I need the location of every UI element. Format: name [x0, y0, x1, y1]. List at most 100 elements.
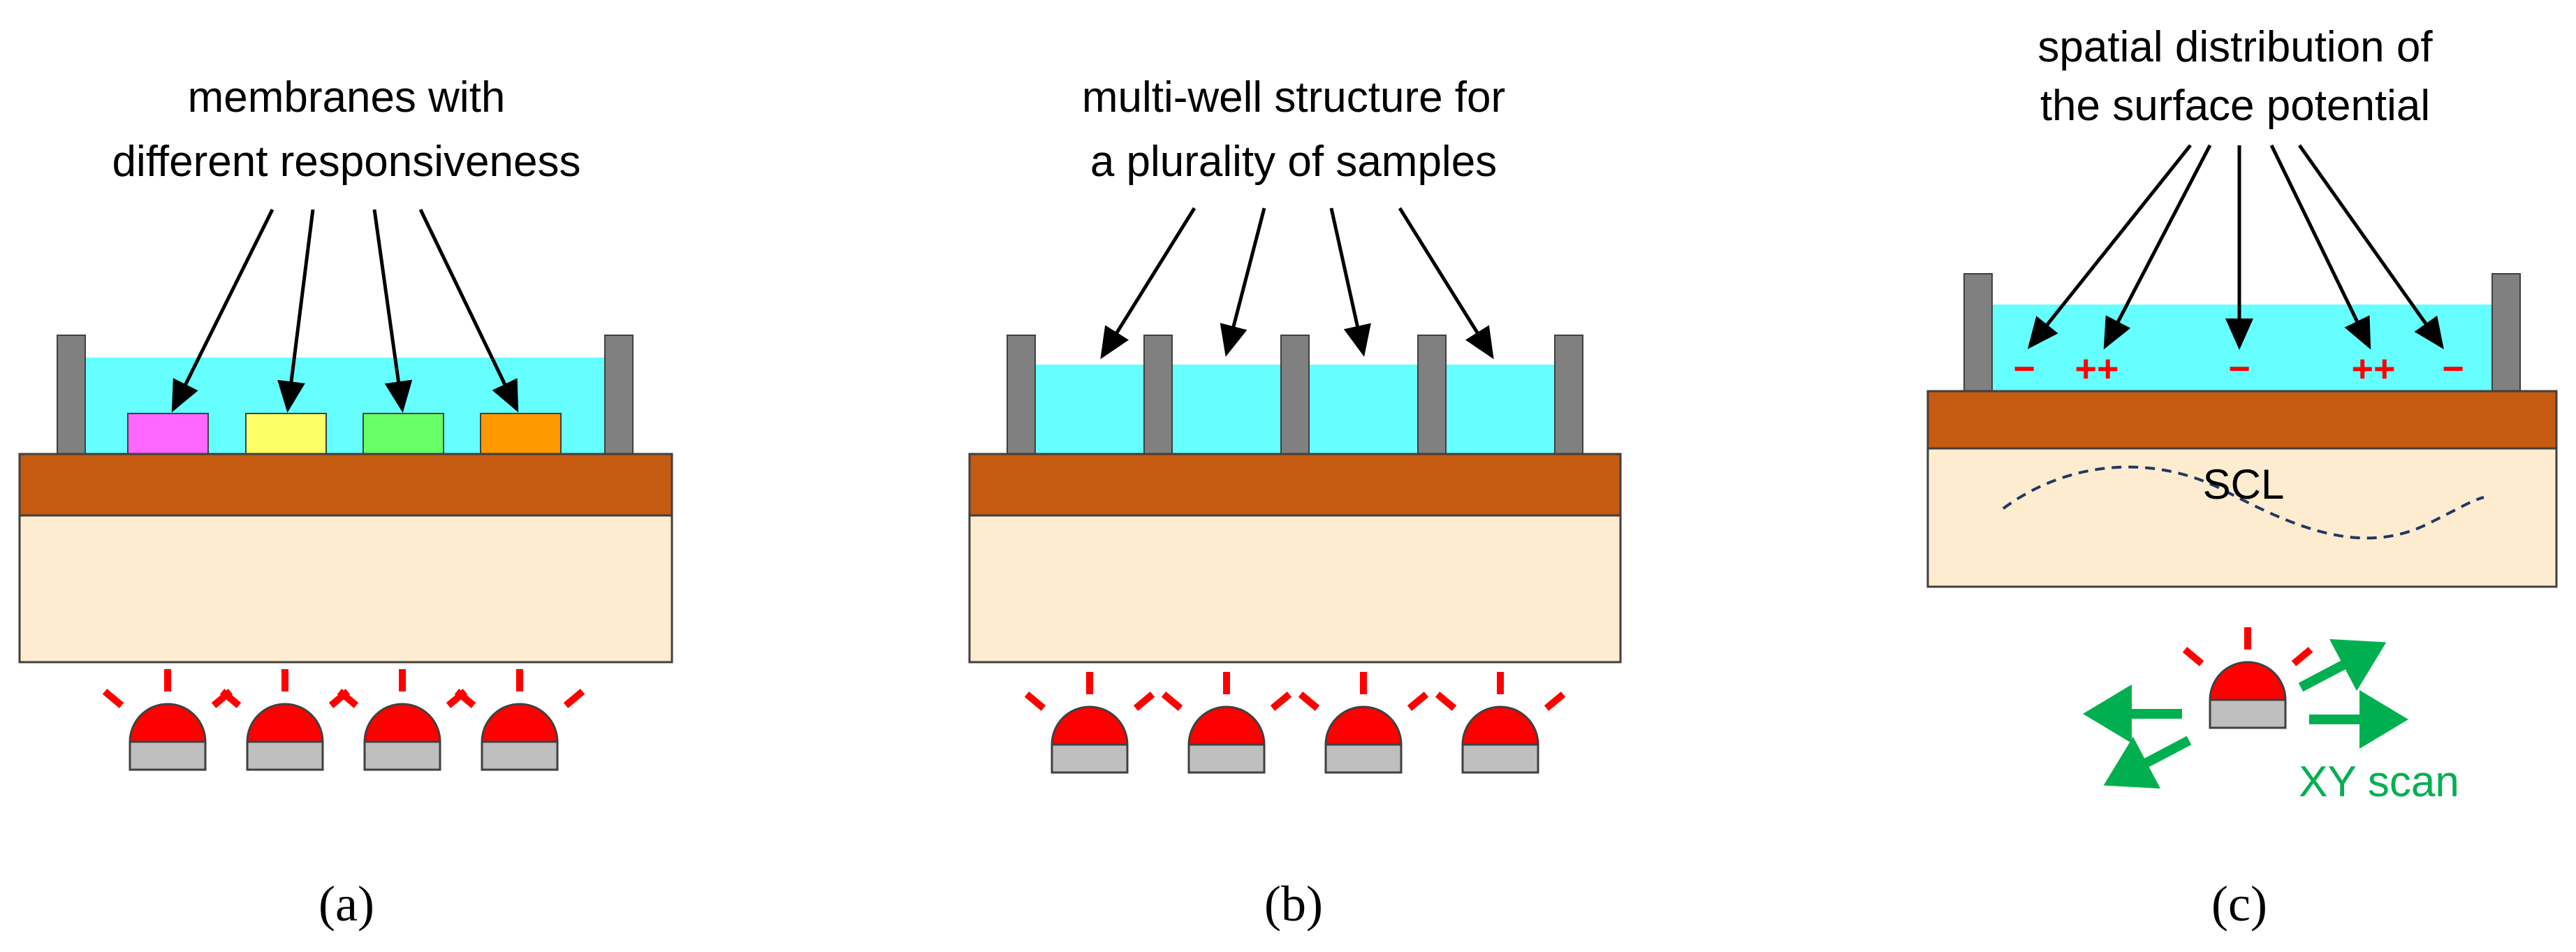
panel-c-substrate-bottom	[1926, 447, 2558, 588]
panel-c-charge-1: −	[2013, 348, 2035, 390]
panel-c-substrate-top	[1926, 390, 2558, 450]
panel-a-substrate-bottom	[18, 514, 673, 664]
panel-c-led-led-1	[2182, 627, 2313, 729]
panel-c-led	[2182, 627, 2313, 729]
panel-a-led-array-led-1	[102, 669, 233, 771]
panel-b-well-2	[1172, 365, 1281, 454]
panel-a-arrow-4	[418, 208, 519, 413]
led-base	[246, 740, 324, 771]
panel-c-label-line-1: spatial distribution of	[2037, 23, 2433, 71]
led-ray-right	[2291, 647, 2313, 666]
panel-a-led-array	[102, 669, 585, 771]
panel-b-led-array-led-2	[1161, 672, 1292, 774]
panel-c-charge-2: ++	[2074, 348, 2118, 390]
led-ray-left	[337, 689, 359, 708]
panel-a-led-array-led-4	[454, 669, 585, 771]
panel-c-scan-label: XY scan	[2299, 758, 2459, 806]
panel-b-wall-2	[1143, 335, 1173, 455]
panel-a-membrane-1	[127, 413, 209, 455]
panel-c-scan-arrow-down-left	[2103, 735, 2192, 789]
led-ray-left	[1298, 691, 1320, 711]
panel-a-led-array-led-2	[219, 669, 351, 771]
panel-b-led-array	[1024, 672, 1566, 774]
led-base	[1461, 743, 1539, 774]
panel-b-arrow-1	[1100, 207, 1196, 360]
led-ray-left	[454, 689, 476, 708]
panel-b-wall-4	[1417, 335, 1447, 455]
panel-c-caption: (c)	[2211, 876, 2267, 932]
panel-b-well-1	[1035, 365, 1144, 454]
panel-a-membrane-2	[245, 413, 327, 455]
led-ray-right	[1133, 691, 1155, 711]
panel-b-led-array-led-1	[1024, 672, 1155, 774]
panel-c-scan-arrow-up-right	[2298, 638, 2387, 692]
panel-c-charge-3: −	[2228, 348, 2251, 390]
panel-b-well-3	[1309, 365, 1418, 454]
led-dome	[1324, 705, 1403, 746]
led-dome	[2209, 661, 2287, 701]
led-dome	[481, 703, 559, 743]
panel-a-arrow-1	[171, 208, 275, 413]
panel-b-arrow-2	[1220, 207, 1266, 357]
led-base	[481, 740, 559, 771]
panel-c-charge-5: −	[2442, 348, 2464, 390]
panel-c-wall-left	[1963, 273, 1993, 392]
led-base	[129, 740, 207, 771]
led-dome	[363, 703, 441, 743]
panel-a-label-line-2: different responsiveness	[112, 138, 581, 186]
panel-a-arrow-2	[277, 209, 315, 413]
led-ray-right	[1544, 691, 1566, 711]
panel-b-led-array-led-3	[1298, 672, 1429, 774]
led-ray-left	[1024, 691, 1046, 711]
panel-c-arrow-1	[2027, 144, 2192, 349]
led-ray-right	[1407, 691, 1429, 711]
panel-b-arrow-4	[1398, 207, 1494, 360]
panel-a-wall-left	[57, 335, 86, 455]
led-ray-left	[1435, 691, 1457, 711]
led-dome	[1461, 705, 1539, 746]
panel-b-wall-3	[1280, 335, 1310, 455]
panel-c-scl-boundary	[2002, 465, 2484, 540]
panel-b-substrate-bottom	[968, 514, 1622, 664]
panel-a-membrane-3	[363, 413, 444, 455]
led-ray-left	[1161, 691, 1183, 711]
led-ray-left	[102, 689, 124, 708]
panel-a-wall-right	[604, 335, 634, 455]
panel-a: membranes with different responsiveness …	[18, 73, 673, 932]
led-dome	[1187, 705, 1266, 746]
panel-b: multi-well structure for a plurality of …	[968, 73, 1622, 932]
led-base	[1324, 743, 1403, 774]
panel-b-arrow-3	[1329, 207, 1371, 357]
led-ray-right	[563, 689, 585, 708]
led-dome	[129, 703, 207, 743]
led-base	[1051, 743, 1129, 774]
panel-b-label-line-2: a plurality of samples	[1090, 138, 1497, 186]
panel-c-wall-right	[2491, 273, 2521, 392]
led-ray-left	[2182, 647, 2204, 666]
panel-b-led-array-led-4	[1435, 672, 1566, 774]
panel-b-substrate-top	[968, 453, 1622, 517]
panel-c-scl-label: SCL	[2203, 461, 2285, 508]
panel-b-label-line-1: multi-well structure for	[1082, 73, 1505, 122]
panel-c-label-line-2: the surface potential	[2040, 82, 2430, 130]
panel-a-substrate-top	[18, 453, 673, 517]
led-base	[363, 740, 441, 771]
led-base	[2209, 698, 2287, 729]
panel-c-arrow-5	[2297, 144, 2444, 350]
led-ray-right	[1270, 691, 1292, 711]
panel-c-arrow-2	[2103, 144, 2212, 350]
panel-b-wall-1	[1007, 335, 1036, 455]
led-dome	[246, 703, 324, 743]
panel-a-membrane-4	[480, 413, 562, 455]
led-dome	[1051, 705, 1129, 746]
panel-a-label-line-1: membranes with	[188, 73, 506, 122]
led-base	[1187, 743, 1266, 774]
panel-b-well-4	[1446, 365, 1555, 454]
panel-a-led-array-led-3	[337, 669, 468, 771]
panel-c: spatial distribution of the surface pote…	[1926, 23, 2558, 932]
panel-a-caption: (a)	[319, 876, 374, 932]
panel-a-arrow-3	[372, 209, 413, 413]
panel-c-arrow-4	[2269, 144, 2371, 350]
led-ray-left	[219, 689, 242, 708]
